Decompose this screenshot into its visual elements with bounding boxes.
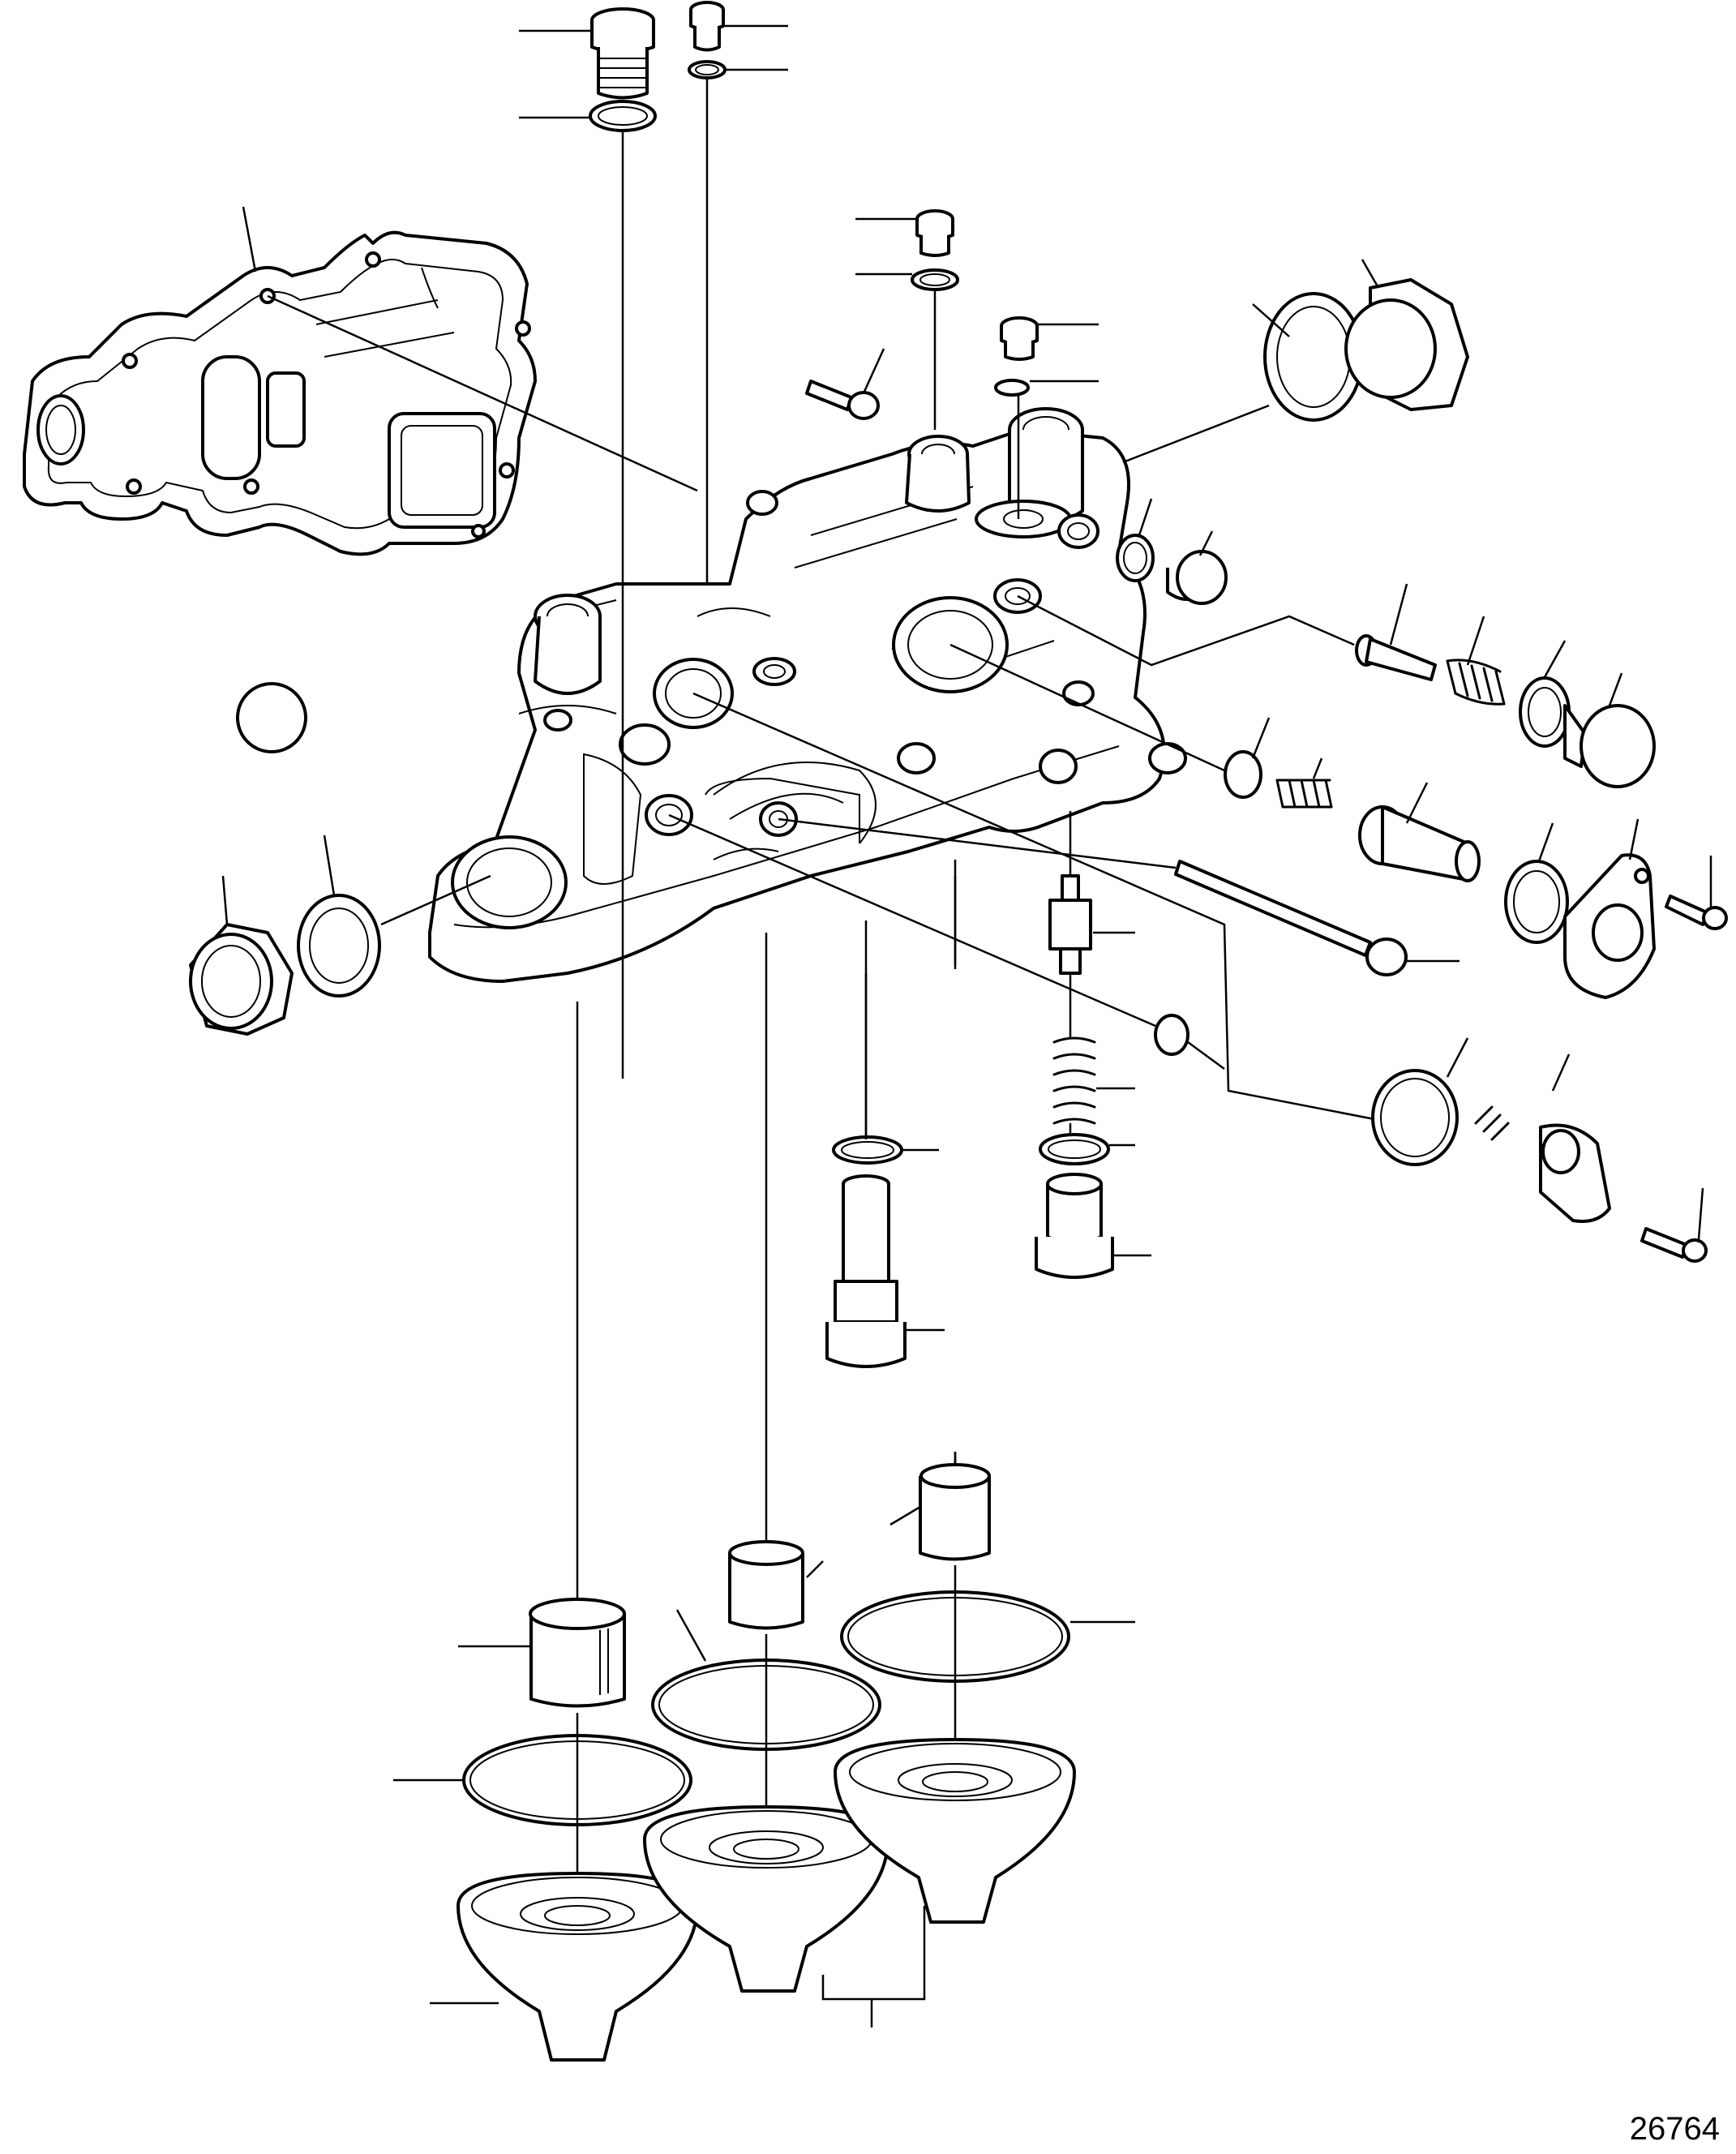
plug-right-small — [1166, 550, 1228, 605]
check-valve — [1048, 874, 1092, 975]
seal-ring-4 — [994, 379, 1030, 397]
bolt-top — [805, 380, 880, 420]
figure-reference-number: 26764 — [1630, 2111, 1720, 2147]
valve-piston — [1358, 805, 1481, 882]
oil-filter-housing — [428, 407, 1187, 983]
seal-ring-left — [297, 894, 381, 998]
spring-1 — [1446, 659, 1506, 706]
thermostat — [1474, 1105, 1611, 1223]
valve-pin — [1355, 634, 1437, 681]
screw-2 — [1640, 1227, 1708, 1263]
spring-3 — [1052, 1036, 1096, 1125]
filter-housing-1 — [457, 1872, 699, 2062]
seal-ring-7 — [1504, 860, 1569, 944]
union-fitting — [189, 923, 294, 1036]
loose-washer — [236, 682, 307, 753]
sensor — [825, 1174, 907, 1368]
seal-ring-right-small — [1116, 534, 1155, 582]
leader-lines — [221, 24, 1712, 2027]
filter-housing-2 — [643, 1805, 889, 1993]
plug-6 — [1035, 1173, 1114, 1279]
nipple-1 — [529, 1598, 626, 1708]
seal-ring-6 — [1224, 750, 1262, 799]
seal-ring-3 — [911, 268, 959, 291]
plug-3 — [915, 209, 954, 257]
seal-ring-10 — [1371, 1069, 1459, 1166]
nipple-2 — [728, 1540, 804, 1630]
plug-large-right — [1344, 278, 1469, 411]
seal-ring-2 — [688, 60, 727, 79]
screw-1 — [1665, 895, 1728, 930]
filter-housing-3 — [834, 1738, 1076, 1924]
seal-ring-8 — [1039, 1133, 1110, 1165]
sleeve — [1154, 1014, 1189, 1056]
long-bolt — [1174, 860, 1408, 976]
spring-2 — [1275, 779, 1333, 809]
gasket — [23, 230, 537, 556]
nipple-3 — [919, 1463, 991, 1561]
seal-ring-1 — [589, 100, 657, 132]
plug-2 — [689, 1, 725, 52]
seal-ring-5 — [1519, 676, 1571, 748]
plug-1 — [590, 7, 655, 100]
cover-1 — [1563, 853, 1656, 999]
plug-5 — [1563, 704, 1656, 788]
seal-ring-9 — [832, 1135, 903, 1165]
plug-4 — [1000, 316, 1039, 361]
